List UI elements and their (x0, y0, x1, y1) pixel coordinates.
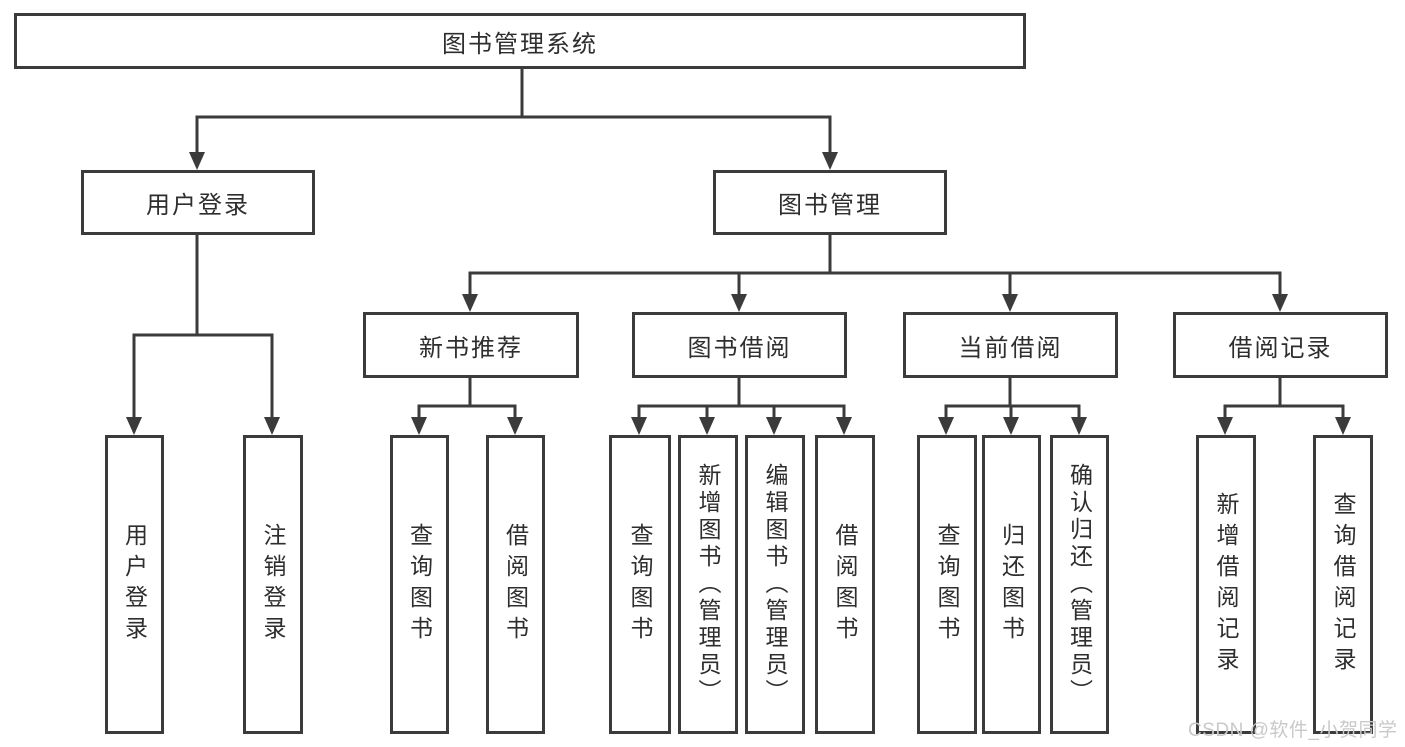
leaf-confirm-return-admin: 确认归还（管理员） (1050, 435, 1109, 734)
leaf-query-books-recommend: 查询图书 (390, 435, 449, 734)
node-library-management-system: 图书管理系统 (14, 13, 1026, 69)
leaf-query-borrow-record: 查询借阅记录 (1313, 435, 1373, 734)
node-user-login: 用户登录 (81, 170, 315, 235)
leaf-borrow-books: 借阅图书 (815, 435, 875, 734)
leaf-user-login: 用户登录 (105, 435, 164, 734)
node-current-borrowing: 当前借阅 (903, 312, 1118, 378)
node-borrowing-records: 借阅记录 (1173, 312, 1388, 378)
leaf-borrow-books-recommend: 借阅图书 (486, 435, 545, 734)
csdn-watermark: CSDN @软件_小贺同学 (1188, 720, 1398, 741)
leaf-logout: 注销登录 (243, 435, 303, 734)
leaf-query-books-borrow: 查询图书 (609, 435, 671, 734)
node-book-management: 图书管理 (713, 170, 947, 235)
leaf-edit-books-admin: 编辑图书（管理员） (745, 435, 805, 734)
leaf-add-books-admin: 新增图书（管理员） (678, 435, 738, 734)
leaf-add-borrow-record: 新增借阅记录 (1196, 435, 1256, 734)
node-new-book-recommend: 新书推荐 (363, 312, 579, 378)
leaf-query-books-current: 查询图书 (917, 435, 977, 734)
node-book-borrowing: 图书借阅 (632, 312, 847, 378)
leaf-return-books: 归还图书 (982, 435, 1041, 734)
tree-branch-lines (132, 66, 1345, 408)
arrowheads (126, 117, 1351, 435)
